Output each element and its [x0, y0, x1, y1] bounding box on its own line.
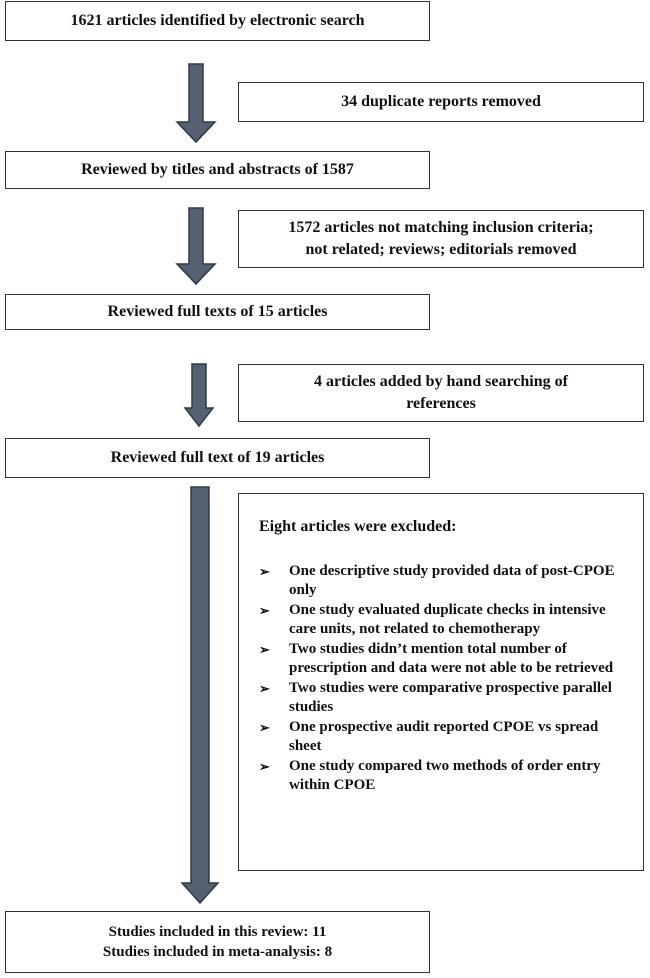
excluded-item: ➢One prospective audit reported CPOE vs …: [259, 719, 599, 754]
screened-box: Reviewed by titles and abstracts of 1587: [5, 151, 430, 189]
duplicates-text: 34 duplicate reports removed: [341, 93, 541, 110]
arrow-down-icon: [183, 363, 215, 428]
excluded-item: ➢One study evaluated duplicate checks in…: [259, 602, 606, 637]
search-box: 1621 articles identified by electronic s…: [5, 1, 430, 41]
arrow-bullet-icon: ➢: [259, 603, 270, 618]
excluded-item: ➢One descriptive study provided data of …: [259, 563, 615, 598]
included-box: Studies included in this review: 11 Stud…: [5, 911, 430, 973]
excluded-title: Eight articles were excluded:: [259, 518, 457, 535]
arrow-down-icon: [175, 63, 217, 144]
not-matching-line2: not related; reviews; editorials removed: [305, 241, 577, 258]
excluded-item: ➢Two studies didn’t mention total number…: [259, 641, 614, 676]
fulltext-15-box: Reviewed full texts of 15 articles: [5, 294, 430, 330]
not-matching-box: 1572 articles not matching inclusion cri…: [238, 210, 644, 268]
excluded-item: ➢Two studies were comparative prospectiv…: [259, 680, 612, 715]
arrow-bullet-icon: ➢: [259, 759, 270, 774]
excluded-box: Eight articles were excluded: ➢One descr…: [238, 493, 644, 871]
hand-search-box: 4 articles added by hand searching of re…: [238, 364, 644, 422]
hand-search-line1: 4 articles added by hand searching of: [314, 373, 568, 390]
excluded-item: ➢One study compared two methods of order…: [259, 758, 601, 793]
screened-text: Reviewed by titles and abstracts of 1587: [81, 161, 354, 178]
arrow-bullet-icon: ➢: [259, 720, 270, 735]
not-matching-line1: 1572 articles not matching inclusion cri…: [288, 219, 594, 236]
excluded-list: ➢One descriptive study provided data of …: [259, 562, 625, 795]
fulltext-19-box: Reviewed full text of 19 articles: [5, 438, 430, 478]
arrow-down-icon: [175, 207, 217, 286]
hand-search-line2: references: [406, 395, 476, 412]
arrow-bullet-icon: ➢: [259, 642, 270, 657]
arrow-down-icon: [180, 486, 220, 905]
fulltext-15-text: Reviewed full texts of 15 articles: [107, 303, 328, 320]
included-meta-text: Studies included in meta-analysis: 8: [102, 944, 333, 960]
arrow-bullet-icon: ➢: [259, 681, 270, 696]
fulltext-19-text: Reviewed full text of 19 articles: [110, 449, 325, 466]
included-review-text: Studies included in this review: 11: [108, 924, 327, 940]
arrow-bullet-icon: ➢: [259, 564, 270, 579]
search-text: 1621 articles identified by electronic s…: [70, 12, 365, 29]
duplicates-box: 34 duplicate reports removed: [238, 82, 644, 122]
